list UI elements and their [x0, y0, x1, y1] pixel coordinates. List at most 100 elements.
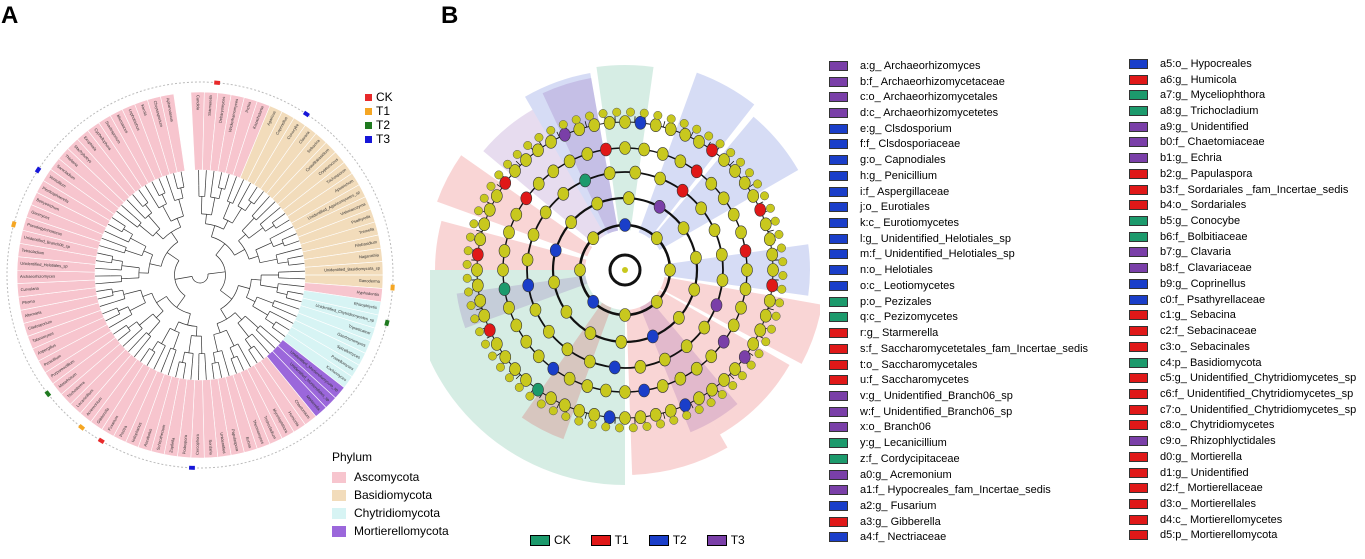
tree-arc	[184, 351, 194, 354]
clade-node	[727, 318, 740, 333]
tree-branch	[263, 337, 276, 349]
clade-node	[634, 359, 647, 374]
tree-branch	[121, 204, 134, 216]
tree-branch	[275, 321, 282, 326]
clade-node	[561, 342, 574, 357]
clade-node	[574, 263, 586, 277]
clade-key-item: b3:f_ Sordariales _fam_Incertae_sedis	[1129, 182, 1356, 198]
tree-branch	[111, 217, 121, 224]
leaf-node	[466, 232, 475, 242]
leaf-node	[694, 405, 704, 414]
clade-node	[738, 350, 751, 364]
clade-node	[474, 232, 487, 247]
clade-key-label: s:f_ Saccharomycetetales_fam_Incertae_se…	[860, 342, 1089, 355]
tree-branch	[218, 188, 222, 199]
clade-node	[510, 207, 523, 222]
clade-node	[729, 362, 741, 376]
tree-branch	[105, 261, 112, 264]
leaf-node	[615, 423, 624, 433]
legend-swatch	[365, 135, 372, 143]
tree-branch	[232, 193, 238, 204]
tree-branch	[121, 277, 139, 280]
clade-node	[727, 207, 740, 222]
group-marker	[78, 424, 86, 431]
tree-branch	[105, 288, 112, 291]
leaf-node	[692, 124, 702, 134]
tree-branch	[130, 237, 147, 247]
tree-branch	[106, 254, 113, 257]
tree-branch	[177, 361, 180, 368]
clade-key-swatch	[829, 406, 848, 417]
tree-branch	[210, 186, 213, 198]
tree-branch	[173, 173, 177, 183]
clade-key-label: a8:g_ Trichocladium	[1160, 105, 1259, 118]
phylum-legend-item: Mortierellomycota	[332, 522, 449, 540]
clade-node	[483, 323, 496, 337]
clade-node	[679, 398, 691, 413]
clade-key-item: p:o_ Pezizales	[829, 294, 1088, 310]
clade-key-swatch	[829, 312, 848, 323]
tree-branch	[151, 181, 157, 191]
clade-key-item: d0:g_ Mortierella	[1129, 449, 1356, 465]
tree-branch	[273, 242, 284, 247]
tree-arc	[136, 321, 143, 329]
clade-node	[491, 337, 503, 351]
clade-key-label: a4:f_ Nectriaceae	[860, 531, 947, 544]
tree-branch	[116, 243, 127, 248]
tree-branch	[290, 240, 300, 245]
clade-key-label: c8:o_ Chytridiomycetes	[1160, 419, 1275, 432]
tree-arc	[149, 348, 156, 353]
leaf-node	[536, 399, 546, 409]
tree-branch	[238, 285, 250, 289]
cladogram-spoke	[556, 131, 560, 138]
tree-branch	[289, 277, 305, 280]
clade-node	[584, 354, 596, 369]
clade-key-label: c7:o_ Unidentified_Chytridiomycetes_sp	[1160, 403, 1357, 416]
clade-node	[619, 218, 631, 232]
clade-key-swatch	[829, 249, 848, 260]
tree-branch	[151, 341, 159, 351]
leaf-node	[466, 301, 476, 310]
clade-node	[587, 231, 599, 245]
clade-node	[717, 334, 730, 349]
tree-arc	[137, 222, 142, 228]
tip-label: Ganoderma	[359, 278, 381, 284]
tree-branch	[237, 343, 244, 354]
tree-branch	[99, 301, 116, 307]
tree-branch	[142, 292, 152, 297]
tree-branch	[281, 219, 290, 226]
leaf-node	[666, 114, 676, 124]
clade-key-swatch	[1129, 467, 1148, 478]
outer-dashed-ring	[6, 81, 394, 469]
clade-key-swatch	[1129, 74, 1148, 85]
clade-key-swatch	[829, 139, 848, 150]
clade-node	[698, 320, 711, 335]
tree-arc	[248, 199, 255, 205]
leaf-node	[601, 422, 611, 432]
clade-key-item: r:g_ Starmerella	[829, 325, 1088, 341]
tree-branch	[234, 249, 245, 256]
clade-key-swatch	[1129, 58, 1148, 69]
cladogram-legend-item: CK	[530, 533, 571, 547]
clade-node	[588, 118, 601, 133]
clade-node	[549, 243, 562, 258]
tree-branch	[284, 243, 291, 247]
tree-branch	[272, 218, 278, 224]
tree-branch	[257, 191, 264, 200]
clade-node	[673, 310, 685, 325]
clade-key-swatch	[829, 92, 848, 103]
phylum-legend-item: Basidiomycota	[332, 486, 449, 504]
clade-node	[674, 154, 687, 169]
group-marker	[390, 284, 395, 291]
phylum-label: Ascomycota	[354, 470, 420, 484]
tree-branch	[245, 315, 259, 329]
clade-key-item: k:c_ Eurotiomycetes	[829, 215, 1088, 231]
clade-node	[547, 361, 560, 376]
tip-label: Echria	[245, 436, 253, 449]
tree-arc	[158, 192, 166, 197]
tree-arc	[213, 350, 222, 353]
clade-key-label: d1:g_ Unidentified	[1160, 466, 1249, 479]
tree-branch	[232, 364, 237, 374]
tree-arc	[122, 290, 126, 299]
